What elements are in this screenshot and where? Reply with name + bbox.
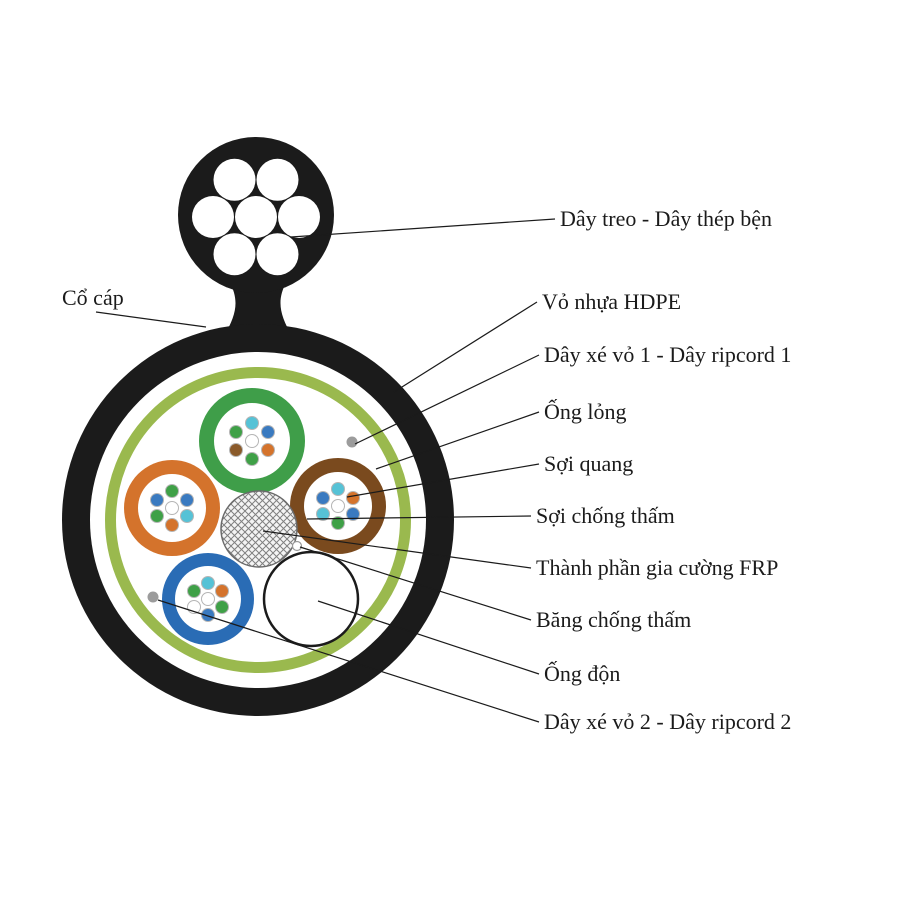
fiber-dot — [229, 425, 243, 439]
fiber-dot — [331, 482, 345, 496]
leader-frp — [262, 530, 532, 569]
label-frp: Thành phần gia cường FRP — [536, 555, 778, 580]
fiber-dot — [245, 434, 259, 448]
leader-soi-chong-tham — [306, 515, 532, 520]
fiber-dot — [346, 507, 360, 521]
label-soi-chong-tham: Sợi chống thấm — [536, 503, 675, 528]
fiber-dot — [201, 608, 215, 622]
leader-ripcord-2 — [157, 599, 540, 723]
label-co-cap: Cổ cáp — [62, 285, 124, 310]
leader-vo-nhua — [393, 301, 538, 393]
labels: Cổ cáp Dây treo - Dây thép bện Vỏ nhựa H… — [62, 206, 791, 734]
fiber-dot — [165, 501, 179, 515]
steel-strand — [235, 196, 277, 238]
fiber-dot — [261, 443, 275, 457]
loose-tube-green — [199, 388, 305, 494]
fiber-dot — [215, 600, 229, 614]
leader-ong-don — [317, 600, 540, 675]
label-ripcord-2: Dây xé vỏ 2 - Dây ripcord 2 — [544, 709, 791, 734]
steel-strand — [213, 233, 256, 276]
fibers-orange-tube — [150, 484, 194, 532]
messenger-assembly — [178, 137, 334, 336]
fiber-dot — [245, 452, 259, 466]
steel-strand — [256, 158, 299, 201]
label-vo-nhua-hdpe: Vỏ nhựa HDPE — [542, 289, 681, 314]
fibers-brown-tube — [316, 482, 360, 530]
fiber-dot — [229, 443, 243, 457]
loose-tube-brown — [290, 458, 386, 554]
filler-tube — [262, 550, 360, 648]
water-blocking-yarn-dot — [291, 540, 303, 552]
leader-ripcord-1 — [354, 354, 540, 445]
steel-strand-bundle — [192, 158, 320, 276]
steel-strand — [256, 233, 299, 276]
steel-strand — [213, 158, 256, 201]
leader-lines — [95, 218, 556, 723]
leader-bang-chong-tham — [299, 546, 532, 621]
label-bang-chong-tham: Băng chống thấm — [536, 607, 691, 632]
fiber-dot — [201, 592, 215, 606]
fiber-dot — [165, 484, 179, 498]
fiber-dot — [215, 584, 229, 598]
fiber-dot — [180, 493, 194, 507]
label-ong-don: Ống độn — [544, 661, 620, 686]
fiber-dot — [331, 516, 345, 530]
fiber-dot — [165, 518, 179, 532]
fiber-dot — [150, 493, 164, 507]
label-day-treo: Dây treo - Dây thép bện — [560, 206, 772, 231]
fibers-green-tube — [229, 416, 275, 466]
fiber-dot — [180, 509, 194, 523]
leader-day-treo — [290, 218, 556, 238]
ripcord-2-dot — [147, 591, 159, 603]
steel-strand — [278, 196, 320, 238]
label-ong-long: Ống lỏng — [544, 399, 627, 424]
leader-ong-long — [375, 411, 540, 470]
leader-co-cap — [95, 311, 207, 328]
fiber-dot — [150, 509, 164, 523]
loose-tube-orange — [124, 460, 220, 556]
fiber-dot — [316, 491, 330, 505]
loose-tube-blue — [162, 553, 254, 645]
fiber-dot — [245, 416, 259, 430]
steel-strand — [192, 196, 234, 238]
cable-core-assembly — [62, 324, 454, 716]
fiber-dot — [261, 425, 275, 439]
fiber-dot — [187, 584, 201, 598]
fiber-dot — [316, 507, 330, 521]
fibers-blue-tube — [187, 576, 229, 622]
frp-strength-member — [220, 490, 298, 568]
label-soi-quang: Sợi quang — [544, 451, 633, 476]
leader-soi-quang — [346, 463, 540, 498]
fiber-dot — [331, 499, 345, 513]
fiber-dot — [201, 576, 215, 590]
ripcord-1-dot — [346, 436, 358, 448]
label-ripcord-1: Dây xé vỏ 1 - Dây ripcord 1 — [544, 342, 791, 367]
fiber-dot — [346, 491, 360, 505]
